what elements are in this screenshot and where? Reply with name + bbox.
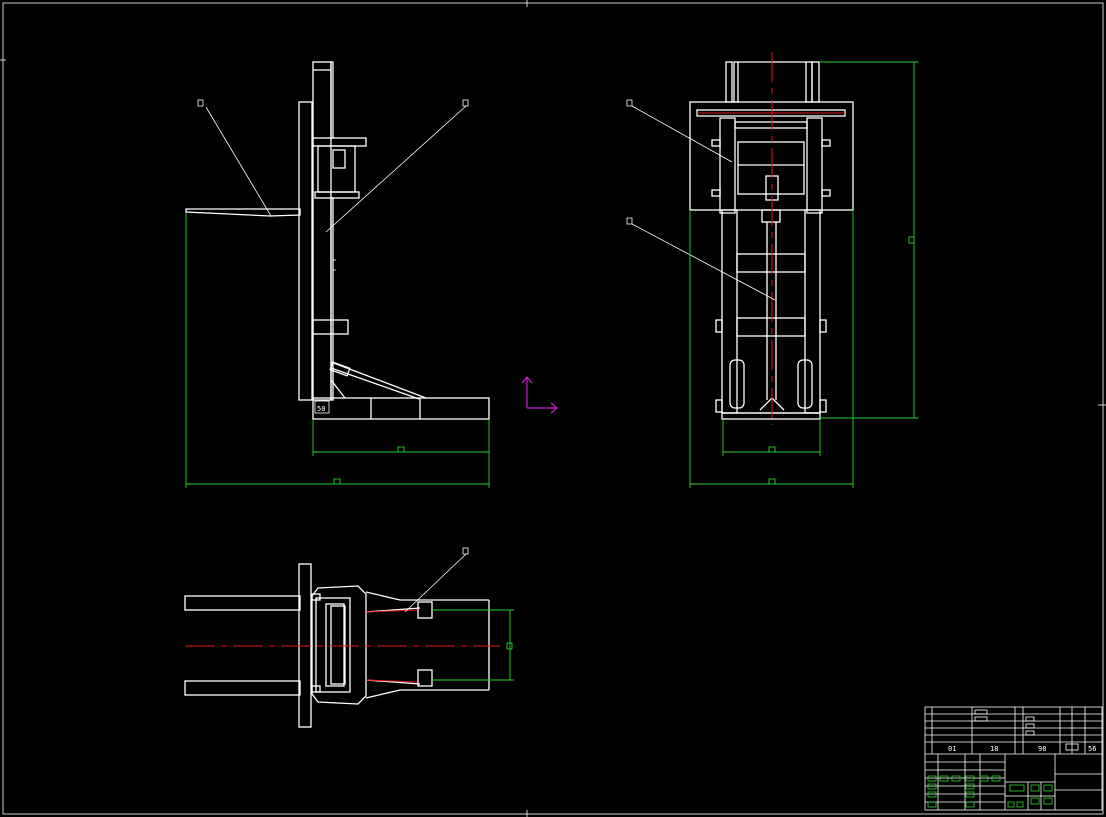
title-col-3: 98: [1038, 745, 1046, 753]
front-elevation-view[interactable]: [626, 52, 918, 488]
title-col-4: 56: [1088, 745, 1096, 753]
top-plan-view[interactable]: [184, 547, 514, 728]
side-elevation-view[interactable]: 50: [185, 61, 490, 488]
base-block-label: 50: [317, 405, 325, 413]
ucs-axis-icon: [521, 376, 558, 414]
title-block[interactable]: 01 18 98 56: [924, 706, 1103, 811]
title-col-1: 01: [948, 745, 956, 753]
title-col-2: 18: [990, 745, 998, 753]
